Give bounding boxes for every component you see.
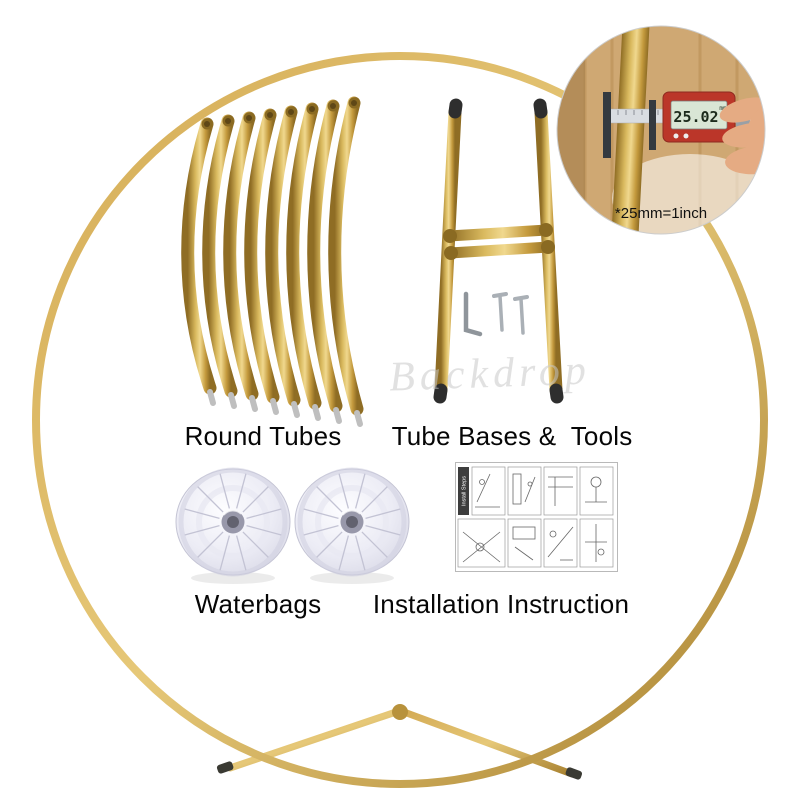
leg-foot-left <box>216 761 234 774</box>
arch-stand-legs <box>216 704 583 780</box>
curved-tube <box>265 105 301 407</box>
caliper-outer-jaw <box>603 92 611 158</box>
curved-tube <box>223 111 259 401</box>
label-tube-bases-tools: Tube Bases & Tools <box>391 421 633 451</box>
instruction-side-label: Install Steps <box>462 476 468 506</box>
round-tubes-group <box>181 96 364 427</box>
circular-arch-frame <box>32 52 768 788</box>
caliper-reading: 25.02 <box>673 108 718 126</box>
allen-key-icon <box>463 291 483 337</box>
crossbar-joints <box>443 223 555 260</box>
base-end-caps <box>433 98 564 404</box>
curved-tube <box>202 114 238 398</box>
tube-base-group <box>433 98 564 404</box>
instruction-sheet: Install Steps <box>455 462 618 572</box>
label-round-tubes: Round Tubes <box>184 421 342 451</box>
leg-joint <box>392 704 408 720</box>
curved-tube <box>244 108 280 404</box>
hand <box>719 97 765 176</box>
screw-icon <box>513 295 529 335</box>
arch-leg-left <box>226 708 400 772</box>
base-crossbar-lower <box>444 241 555 259</box>
tube-open-ends <box>201 97 360 130</box>
caliper-inner-jaw <box>649 100 656 150</box>
waterbag-right <box>295 469 409 584</box>
instruction-panels <box>457 466 614 568</box>
instruction-diagrams <box>462 473 607 563</box>
measured-gold-tube <box>611 26 650 234</box>
curved-tube <box>286 102 322 410</box>
arch-leg-right <box>400 708 576 778</box>
tube-connectors <box>207 389 363 427</box>
label-waterbags: Waterbags <box>194 589 322 619</box>
instruction-side-strip <box>458 467 469 515</box>
base-crossbar-upper <box>443 224 553 242</box>
screw-icon <box>492 292 508 332</box>
inset-caption: *25mm=1inch <box>614 205 708 222</box>
curved-tube <box>328 96 364 416</box>
caliper-unit: mm <box>719 105 727 112</box>
leg-foot-right <box>565 767 583 780</box>
curved-tube <box>307 99 343 413</box>
label-installation-instruction: Installation Instruction <box>372 589 630 619</box>
curved-tube <box>181 117 217 395</box>
tools-group <box>463 291 529 337</box>
waterbag-left <box>176 469 290 584</box>
